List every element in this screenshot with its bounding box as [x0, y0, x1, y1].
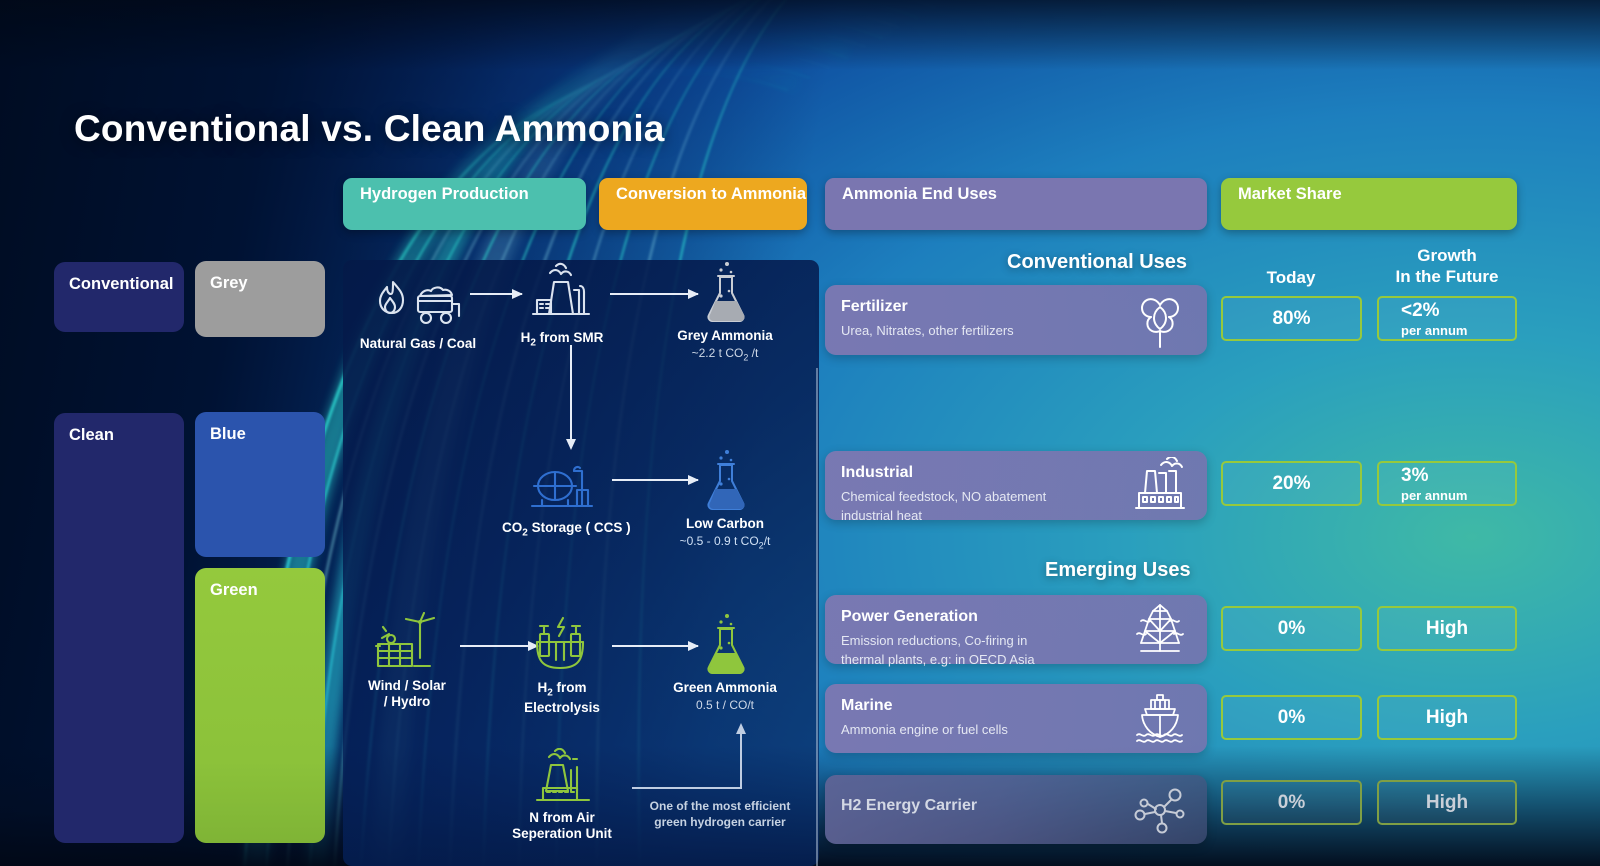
- market-today-power-generation: 0%: [1221, 606, 1362, 651]
- node-grey-ammonia: Grey Ammonia ~2.2 t CO2 /t: [665, 260, 785, 363]
- category-grey: Grey: [195, 261, 325, 337]
- node-sublabel: ~2.2 t CO2 /t: [691, 346, 759, 363]
- node-label: H2 from SMR: [520, 330, 604, 349]
- node-label: Green Ammonia: [673, 680, 777, 695]
- flame-and-coalcart-icon: [356, 268, 480, 330]
- node-co2-storage-ccs: CO2 Storage ( CCS ): [502, 452, 631, 540]
- use-card-desc: Emission reductions, Co-firing in therma…: [841, 633, 1035, 667]
- market-today-h2-energy-carrier: 0%: [1221, 780, 1362, 825]
- node-h2-from-smr: H2 from SMR: [502, 262, 622, 350]
- air-separation-unit-icon: [502, 742, 622, 804]
- node-label: CO2 Storage ( CCS ): [502, 520, 631, 539]
- use-card-title: Industrial: [841, 464, 914, 481]
- flower-icon: [1131, 291, 1189, 349]
- column-header-conversion-to-ammonia[interactable]: Conversion to Ammonia: [599, 178, 807, 230]
- use-card-marine[interactable]: Marine Ammonia engine or fuel cells: [825, 684, 1207, 753]
- section-title-emerging-uses: Emerging Uses: [1045, 559, 1191, 581]
- ship-icon: [1131, 690, 1189, 748]
- market-today-marine: 0%: [1221, 695, 1362, 740]
- power-pylon-icon: [1131, 601, 1189, 659]
- use-card-desc: Chemical feedstock, NO abatement industr…: [841, 489, 1047, 523]
- section-title-conventional-uses: Conventional Uses: [1007, 251, 1188, 273]
- use-card-title: Marine: [841, 697, 893, 714]
- use-card-title: H2 Energy Carrier: [841, 797, 978, 814]
- electrolyser-icon: [502, 612, 622, 674]
- arrow-nitrogen-to-green-ammonia: [736, 723, 746, 789]
- category-blue: Blue: [195, 412, 325, 557]
- column-header-ammonia-end-uses[interactable]: Ammonia End Uses: [825, 178, 1207, 230]
- use-card-title: Power Generation: [841, 608, 978, 625]
- market-growth-h2-energy-carrier: High: [1377, 780, 1517, 825]
- column-header-hydrogen-production[interactable]: Hydrogen Production: [343, 178, 586, 230]
- arrow-ccs-to-low-carbon: [612, 475, 699, 485]
- market-growth-industrial: 3% per annum: [1377, 461, 1517, 506]
- node-label: Wind / Solar/ Hydro: [368, 678, 446, 710]
- use-card-title: Fertilizer: [841, 298, 908, 315]
- market-column-today-label: Today: [1266, 268, 1316, 287]
- node-natural-gas-coal: Natural Gas / Coal: [356, 268, 480, 352]
- blue-flask-icon: [665, 448, 785, 510]
- market-growth-power-generation: High: [1377, 606, 1517, 651]
- background-top-fade: [0, 0, 1600, 70]
- factory-icon: [1131, 455, 1189, 515]
- node-label: Natural Gas / Coal: [359, 336, 477, 351]
- node-label: Grey Ammonia: [677, 328, 773, 343]
- node-wind-solar-hydro: Wind / Solar/ Hydro: [345, 610, 469, 711]
- use-card-power-generation[interactable]: Power Generation Emission reductions, Co…: [825, 595, 1207, 667]
- use-card-industrial[interactable]: Industrial Chemical feedstock, NO abatem…: [825, 451, 1207, 523]
- market-today-industrial: 20%: [1221, 461, 1362, 506]
- node-label: Low Carbon: [686, 516, 764, 531]
- arrow-electrolysis-to-green-ammonia: [612, 641, 699, 651]
- green-flask-icon: [665, 612, 785, 674]
- page-title: Conventional vs. Clean Ammonia: [74, 108, 665, 149]
- arrow-smr-to-ccs: [566, 345, 576, 450]
- use-card-desc: Ammonia engine or fuel cells: [841, 722, 1008, 737]
- diagram-right-divider: [816, 368, 818, 866]
- use-card-fertilizer[interactable]: Fertilizer Urea, Nitrates, other fertili…: [825, 285, 1207, 355]
- node-sublabel: ~0.5 - 0.9 t CO2/t: [679, 534, 771, 551]
- category-green: Green: [195, 568, 325, 843]
- wind-solar-icon: [345, 610, 469, 672]
- smr-plant-icon: [502, 262, 622, 324]
- category-clean: Clean: [54, 413, 184, 843]
- use-card-h2-energy-carrier[interactable]: H2 Energy Carrier: [825, 775, 1207, 844]
- co2-storage-tank-icon: [502, 452, 622, 514]
- node-sublabel: 0.5 t / CO/t: [695, 698, 755, 713]
- market-growth-marine: High: [1377, 695, 1517, 740]
- molecule-icon: [1131, 781, 1189, 839]
- use-card-desc: Urea, Nitrates, other fertilizers: [841, 323, 1014, 338]
- column-header-market-share[interactable]: Market Share: [1221, 178, 1517, 230]
- node-low-carbon-ammonia: Low Carbon ~0.5 - 0.9 t CO2/t: [665, 448, 785, 551]
- category-conventional: Conventional: [54, 262, 184, 332]
- arrow-gas-to-smr: [470, 289, 523, 299]
- arrow-renewables-to-electrolysis: [460, 641, 539, 651]
- node-green-ammonia: Green Ammonia 0.5 t / CO/t: [665, 612, 785, 712]
- market-growth-fertilizer: <2% per annum: [1377, 296, 1517, 341]
- arrow-smr-to-grey-ammonia: [610, 289, 699, 299]
- grey-flask-icon: [665, 260, 785, 322]
- market-today-fertilizer: 80%: [1221, 296, 1362, 341]
- connector-nitrogen-elbow: [632, 787, 742, 789]
- process-diagram-panel: [343, 260, 819, 866]
